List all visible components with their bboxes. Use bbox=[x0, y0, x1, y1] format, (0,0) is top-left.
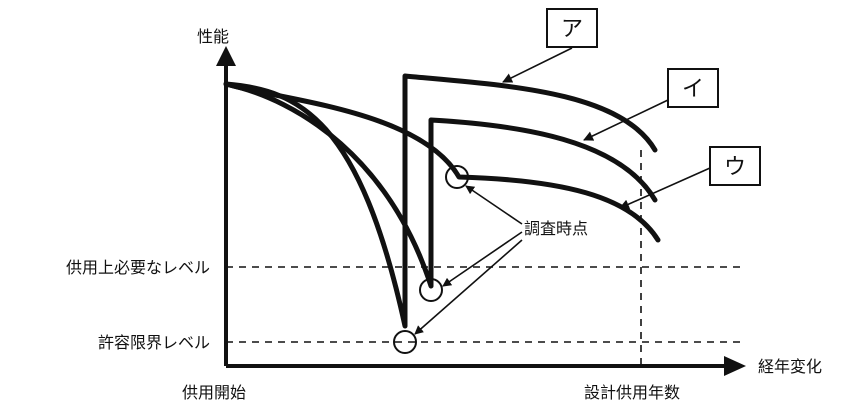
survey-point-circle-u bbox=[445, 165, 469, 189]
x-axis-label: 経年変化 bbox=[758, 357, 822, 376]
curve-label-i: イ bbox=[682, 77, 704, 102]
limit-level-label: 許容限界レベル bbox=[98, 333, 210, 352]
survey-point-circle-a bbox=[393, 330, 417, 354]
x-end-label: 設計供用年数 bbox=[584, 383, 680, 402]
survey-pointer-a bbox=[414, 239, 523, 335]
survey-point-label: 調査時点 bbox=[524, 219, 588, 238]
curve-label-box-i: イ bbox=[667, 68, 719, 108]
x-axis bbox=[226, 356, 746, 376]
survey-pointer-u bbox=[465, 185, 523, 225]
curve-label-box-u: ウ bbox=[709, 146, 761, 186]
label-pointer-u bbox=[619, 167, 711, 209]
curve-u bbox=[223, 81, 661, 243]
y-axis bbox=[216, 46, 236, 366]
survey-pointer-i bbox=[442, 231, 523, 287]
survey-point-circle-i bbox=[419, 278, 443, 302]
label-pointer-a bbox=[502, 47, 573, 83]
curve-a bbox=[223, 73, 658, 329]
curve-label-u: ウ bbox=[724, 155, 746, 180]
label-pointer-i bbox=[583, 99, 669, 141]
required-level-label: 供用上必要なレベル bbox=[66, 258, 210, 277]
y-axis-label: 性能 bbox=[197, 27, 229, 46]
curve-label-a: ア bbox=[561, 17, 583, 42]
curve-label-box-a: ア bbox=[546, 8, 598, 48]
curve-i bbox=[223, 81, 658, 289]
x-start-label: 供用開始 bbox=[182, 383, 246, 402]
